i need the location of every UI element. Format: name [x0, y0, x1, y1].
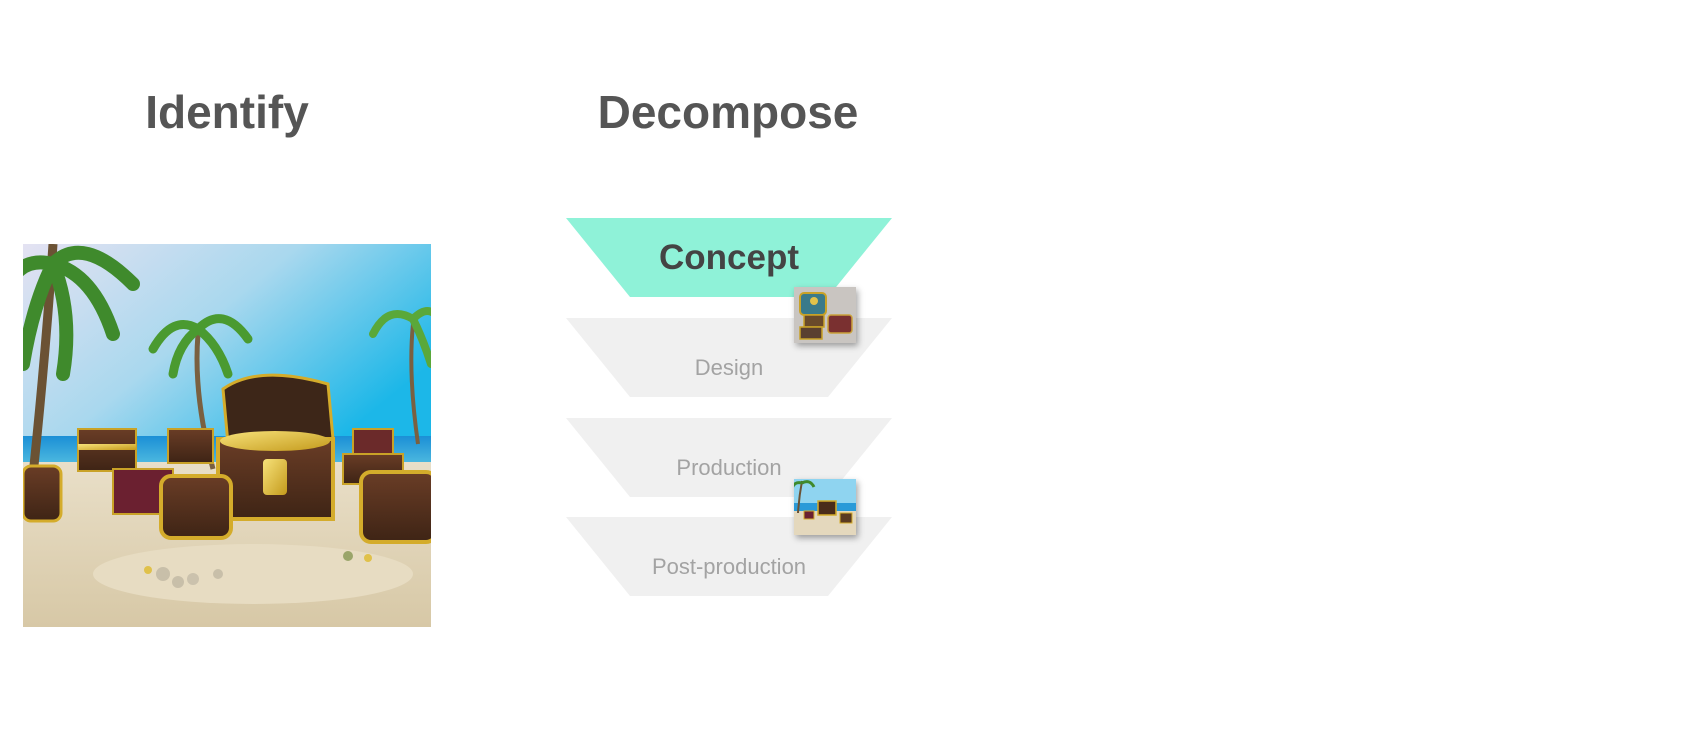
beach-scene-thumbnail: [794, 479, 856, 535]
treasure-chests-beach-image: [23, 244, 431, 627]
stage-production: Production: [566, 418, 892, 497]
chest-design-sketch-thumbnail: [794, 287, 856, 343]
decompose-heading: Decompose: [597, 86, 859, 138]
stage-design-label: Design: [694, 355, 764, 380]
stage-concept-shape: [566, 218, 892, 297]
stage-post-production-label: Post-production: [651, 554, 807, 579]
stage-production-label: Production: [676, 455, 782, 480]
stage-concept-label: Concept: [659, 238, 799, 277]
stage-post-production: Post-production: [566, 517, 892, 596]
stage-post-production-shape: [566, 517, 892, 596]
stage-production-shape: [566, 418, 892, 497]
stage-concept: Concept: [566, 218, 892, 297]
identify-heading: Identify: [145, 86, 309, 138]
